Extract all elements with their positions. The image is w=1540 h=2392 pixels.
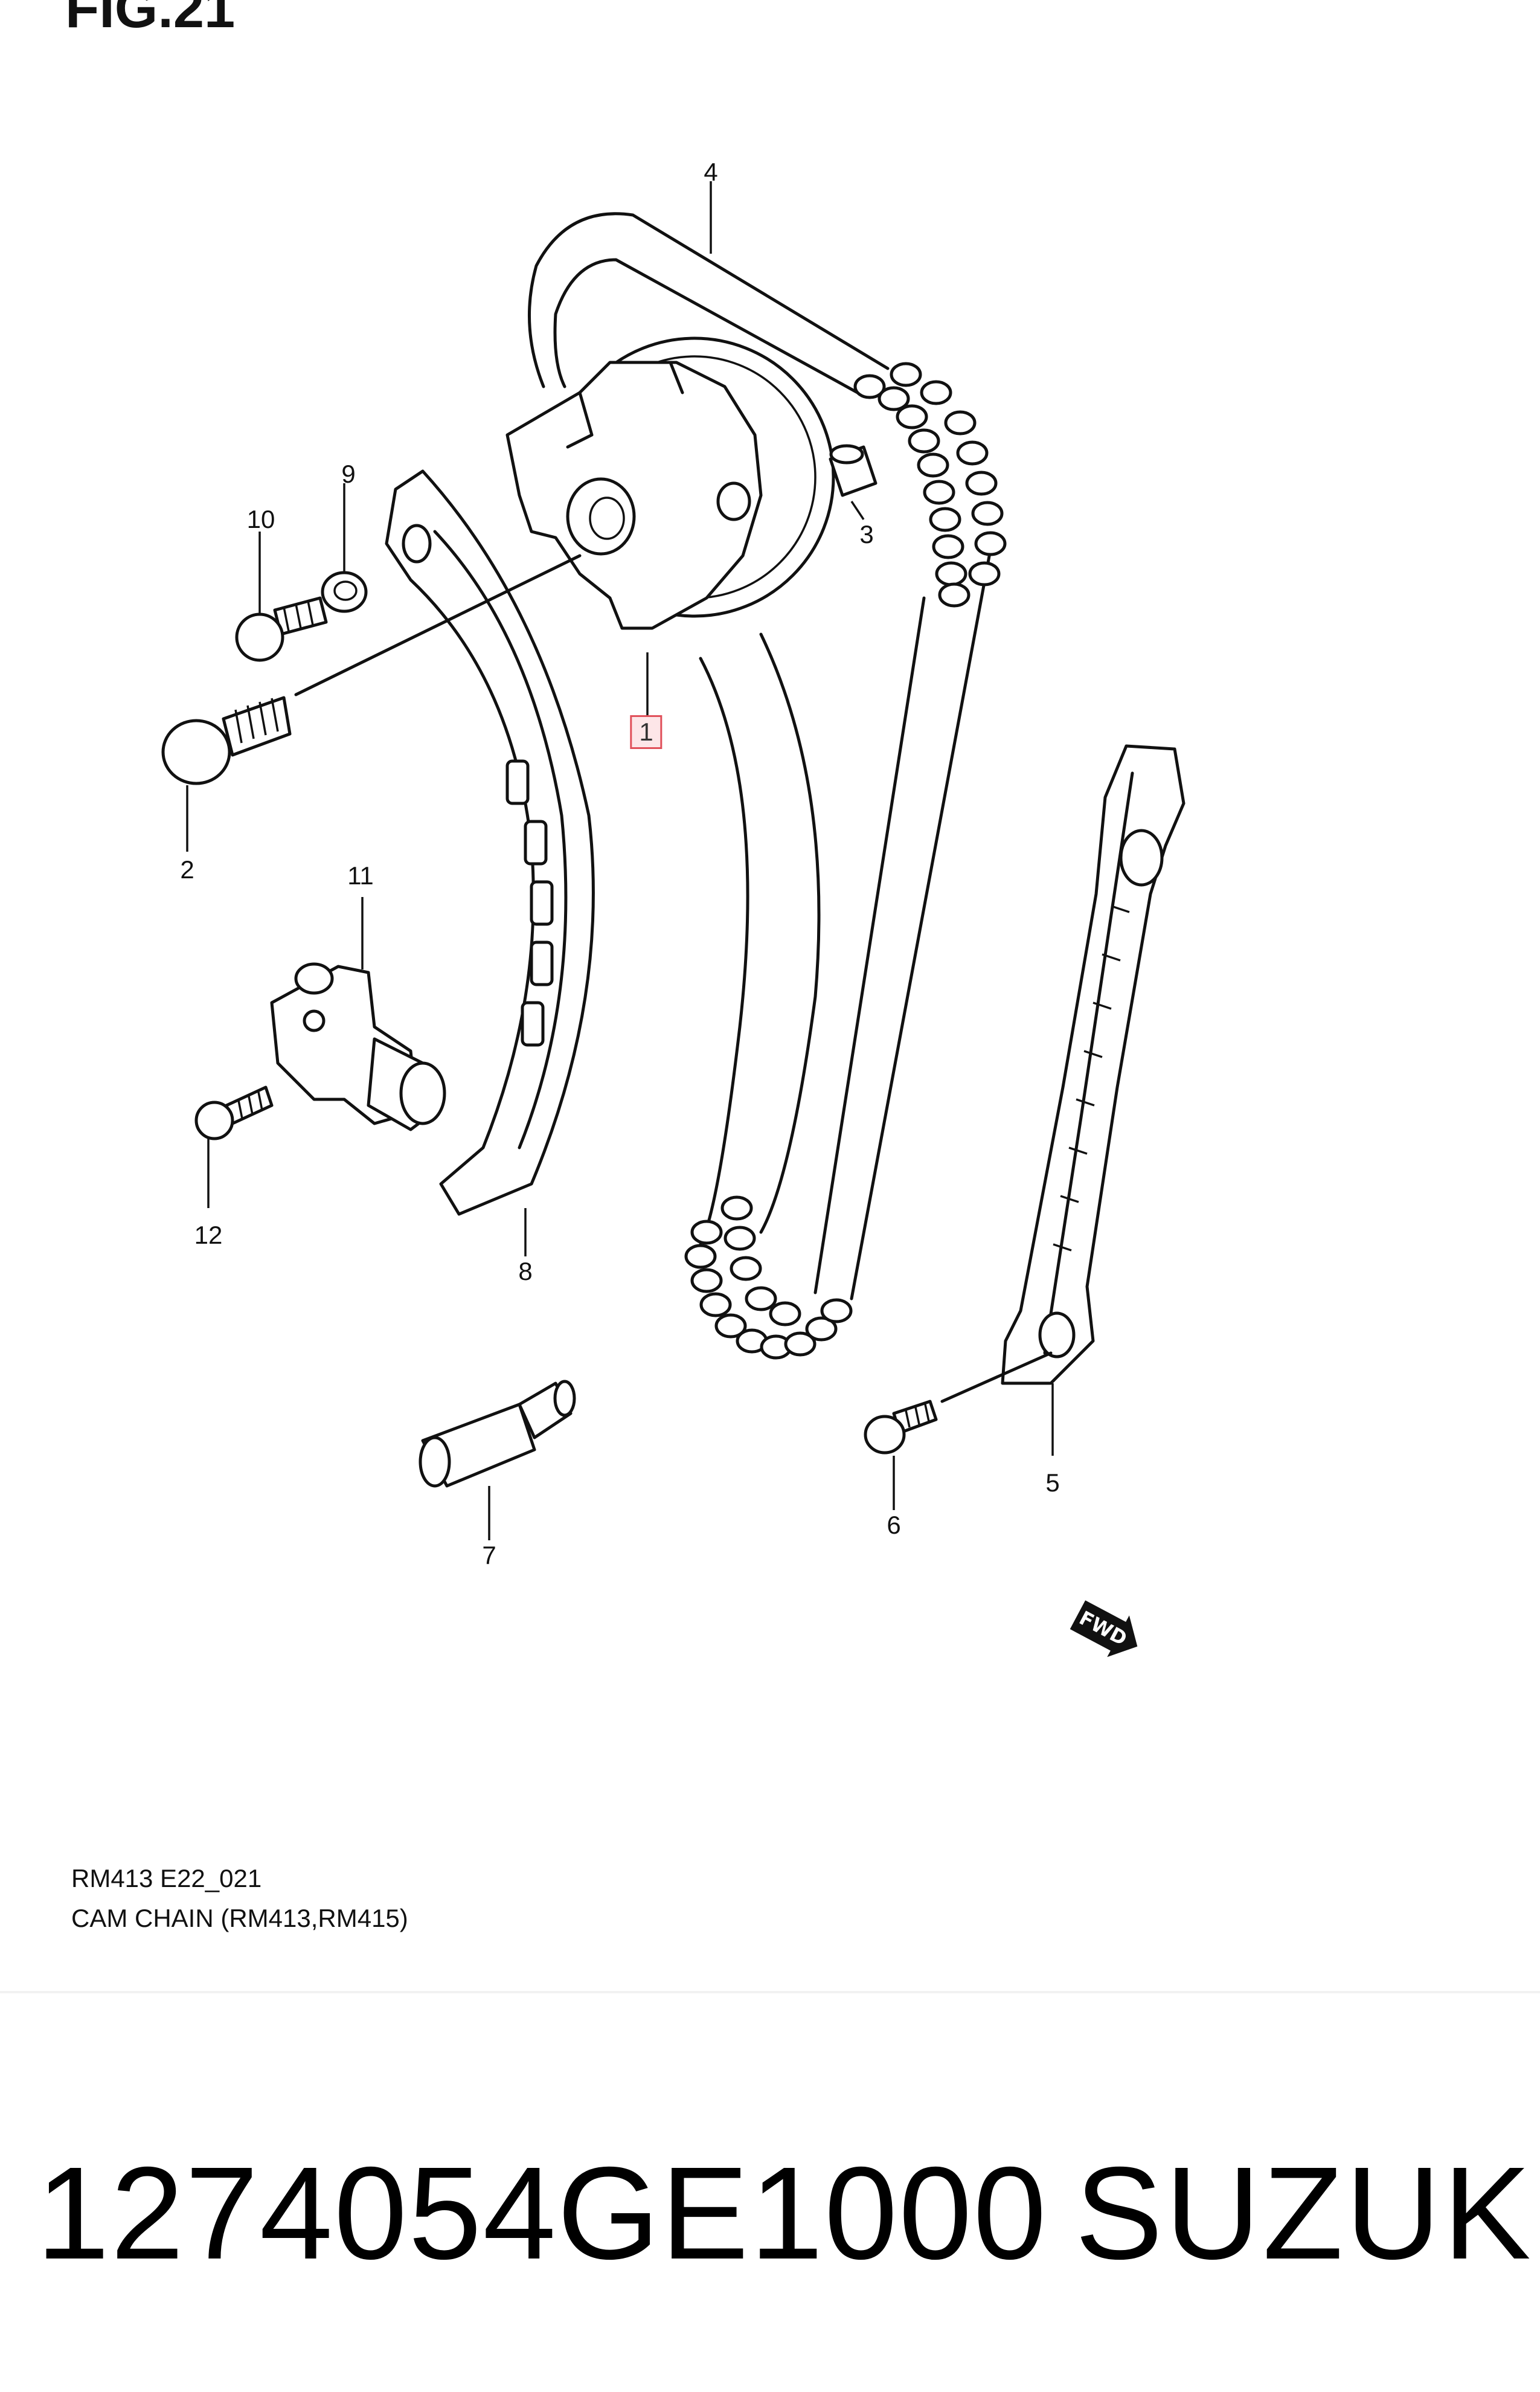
adjuster-bolt-12 [194, 1085, 274, 1140]
cam-sprocket-assembly [505, 336, 835, 630]
dowel-pin [829, 444, 877, 497]
callout-5: 5 [1045, 1468, 1060, 1497]
callout-7: 7 [482, 1541, 496, 1569]
tensioner-guide [385, 469, 595, 1216]
chain-links-upper [853, 362, 1007, 608]
callout-3: 3 [859, 520, 874, 548]
cam-chain [527, 212, 1007, 1360]
reference-title: CAM CHAIN (RM413,RM415) [71, 1904, 408, 1932]
callout-8: 8 [518, 1257, 533, 1285]
figure-title: FIG.21 [65, 0, 236, 39]
section-divider [0, 1991, 1540, 1993]
callout-4: 4 [704, 158, 718, 186]
callout-12: 12 [194, 1221, 223, 1249]
guide-bolt-10 [235, 596, 328, 662]
brand-name: SUZUKI [1075, 2140, 1540, 2287]
leader-lines [186, 181, 1054, 1540]
guide-bolt-6 [864, 1351, 1053, 1455]
pin-7 [419, 1380, 576, 1488]
tensioner-adjuster [270, 962, 446, 1131]
callout-1[interactable]: 1 [630, 715, 663, 749]
callout-6: 6 [887, 1511, 901, 1539]
sprocket-bolt [161, 554, 582, 785]
callout-10: 10 [246, 505, 275, 533]
chain-links-lower [684, 1195, 853, 1360]
chain-guide [1001, 744, 1185, 1385]
part-number: 1274054GE1000 [36, 2140, 1048, 2287]
callout-2: 2 [180, 855, 194, 884]
reference-code: RM413 E22_021 [71, 1864, 262, 1892]
callout-11: 11 [347, 861, 374, 890]
washer-9 [321, 571, 368, 613]
callout-9: 9 [341, 460, 356, 488]
